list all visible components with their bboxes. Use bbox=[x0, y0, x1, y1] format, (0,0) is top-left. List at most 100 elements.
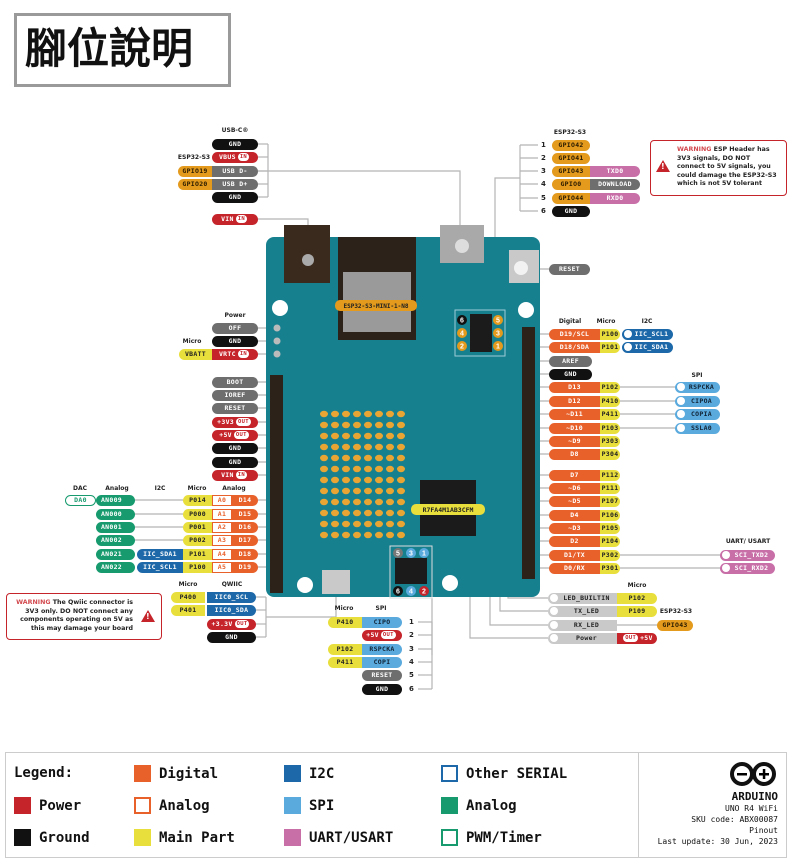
spi-pill[interactable]: RSPCKA bbox=[675, 381, 720, 393]
digital-pin-pill[interactable]: D16 bbox=[232, 521, 258, 533]
spi-pill[interactable]: SSLA0 bbox=[675, 422, 720, 434]
analog-channel-pill[interactable]: AN022 bbox=[96, 561, 135, 573]
esp-header-pin[interactable]: GND bbox=[552, 205, 590, 217]
esp-header-pin[interactable]: GPIO0 bbox=[552, 178, 590, 190]
micro-pill[interactable]: P105 bbox=[600, 522, 620, 534]
analog-pin-pill[interactable]: A3 bbox=[212, 534, 232, 546]
i2c-pill[interactable]: IIC_SCL1 bbox=[137, 561, 183, 573]
micro-pill[interactable]: P400 bbox=[171, 591, 205, 603]
esp-gpio-pill[interactable]: GPIO20 bbox=[178, 178, 212, 190]
i2c-pill[interactable]: IIC_SDA1 bbox=[137, 548, 183, 560]
i2c-pill[interactable]: IIC_SCL1 bbox=[622, 328, 673, 340]
micro-pill[interactable]: P102 bbox=[600, 381, 620, 393]
digital-pin[interactable]: ~D3 bbox=[549, 522, 600, 534]
analog-pin-pill[interactable]: A1 bbox=[212, 508, 232, 520]
micro-pill[interactable]: P102 bbox=[617, 592, 657, 604]
uart-pill[interactable]: SCI_TXD2 bbox=[720, 549, 775, 561]
left-header-pin[interactable]: BOOT bbox=[212, 376, 258, 388]
analog-pin-pill[interactable]: A2 bbox=[212, 521, 232, 533]
esp-func-pill[interactable]: DOWNLOAD bbox=[590, 178, 640, 190]
analog-channel-pill[interactable]: AN021 bbox=[96, 548, 135, 560]
analog-pin-pill[interactable]: A5 bbox=[212, 561, 232, 573]
digital-pin-pill[interactable]: D17 bbox=[232, 534, 258, 546]
digital-pin[interactable]: ~D9 bbox=[549, 435, 600, 447]
digital-pin[interactable]: D19/SCL bbox=[549, 328, 600, 340]
esp-gpio-pill[interactable]: GPIO43 bbox=[657, 619, 693, 631]
digital-pin[interactable]: D1/TX bbox=[549, 549, 600, 561]
analog-channel-pill[interactable]: AN000 bbox=[96, 508, 135, 520]
usb-pin[interactable]: USB D- bbox=[212, 165, 258, 177]
led-pill[interactable]: LED_BUILTIN bbox=[548, 592, 617, 604]
power-pin[interactable]: GND bbox=[212, 335, 258, 347]
power-out-pill[interactable]: OUT+5V bbox=[617, 632, 657, 644]
micro-pill[interactable]: P100 bbox=[183, 561, 212, 573]
digital-pin[interactable]: D12 bbox=[549, 395, 600, 407]
analog-channel-pill[interactable]: AN001 bbox=[96, 521, 135, 533]
digital-pin[interactable]: D2 bbox=[549, 535, 600, 547]
micro-pill[interactable]: P410 bbox=[600, 395, 620, 407]
led-pill[interactable]: TX_LED bbox=[548, 605, 617, 617]
digital-pin[interactable]: GND bbox=[549, 368, 592, 380]
digital-pin-pill[interactable]: D14 bbox=[232, 494, 258, 506]
micro-pill[interactable]: P014 bbox=[183, 494, 212, 506]
digital-pin[interactable]: AREF bbox=[549, 355, 592, 367]
micro-pill[interactable]: P411 bbox=[328, 656, 362, 668]
icsp-pin[interactable]: GND bbox=[362, 683, 402, 695]
analog-channel-pill[interactable]: AN002 bbox=[96, 534, 135, 546]
icsp-pin[interactable]: CIPO bbox=[362, 616, 402, 628]
micro-pill[interactable]: P102 bbox=[328, 643, 362, 655]
qwiic-pin[interactable]: IIC0_SCL bbox=[207, 591, 256, 603]
digital-pin[interactable]: D13 bbox=[549, 381, 600, 393]
micro-pill[interactable]: P302 bbox=[600, 549, 620, 561]
digital-pin-pill[interactable]: D18 bbox=[232, 548, 258, 560]
usb-pin[interactable]: USB D+ bbox=[212, 178, 258, 190]
micro-pill[interactable]: P107 bbox=[600, 495, 620, 507]
spi-pill[interactable]: COPIA bbox=[675, 408, 720, 420]
digital-pin[interactable]: D8 bbox=[549, 448, 600, 460]
micro-pill[interactable]: P101 bbox=[600, 341, 620, 353]
esp-func-pill[interactable]: TXD0 bbox=[590, 165, 640, 177]
left-header-pin[interactable]: GND bbox=[212, 456, 258, 468]
esp-header-pin[interactable]: GPIO41 bbox=[552, 152, 590, 164]
micro-pill[interactable]: P109 bbox=[617, 605, 657, 617]
esp-func-pill[interactable]: RXD0 bbox=[590, 192, 640, 204]
micro-pill[interactable]: P303 bbox=[600, 435, 620, 447]
usb-pin[interactable]: GND bbox=[212, 138, 258, 150]
digital-pin[interactable]: D7 bbox=[549, 469, 600, 481]
digital-pin[interactable]: ~D10 bbox=[549, 422, 600, 434]
micro-pill[interactable]: P111 bbox=[600, 482, 620, 494]
esp-gpio-pill[interactable]: GPIO19 bbox=[178, 165, 212, 177]
micro-pill[interactable]: P101 bbox=[183, 548, 212, 560]
led-pill[interactable]: RX_LED bbox=[548, 619, 617, 631]
micro-pill[interactable]: VBATT bbox=[179, 348, 212, 360]
digital-pin[interactable]: ~D6 bbox=[549, 482, 600, 494]
i2c-pill[interactable]: IIC_SDA1 bbox=[622, 341, 673, 353]
micro-pill[interactable]: P401 bbox=[171, 604, 205, 616]
micro-pill[interactable]: P103 bbox=[600, 422, 620, 434]
micro-pill[interactable]: P002 bbox=[183, 534, 212, 546]
icsp-pin[interactable]: COPI bbox=[362, 656, 402, 668]
reset-button[interactable]: RESET bbox=[549, 263, 590, 275]
micro-pill[interactable]: P100 bbox=[600, 328, 620, 340]
micro-pill[interactable]: P411 bbox=[600, 408, 620, 420]
digital-pin-pill[interactable]: D15 bbox=[232, 508, 258, 520]
analog-pin-pill[interactable]: A0 bbox=[212, 494, 232, 506]
digital-pin[interactable]: D18/SDA bbox=[549, 341, 600, 353]
digital-pin[interactable]: D0/RX bbox=[549, 562, 600, 574]
power-pin[interactable]: OFF bbox=[212, 322, 258, 334]
micro-pill[interactable]: P104 bbox=[600, 535, 620, 547]
led-pill[interactable]: Power bbox=[548, 632, 617, 644]
digital-pin[interactable]: ~D5 bbox=[549, 495, 600, 507]
esp-header-pin[interactable]: GPIO43 bbox=[552, 165, 590, 177]
left-header-pin[interactable]: IOREF bbox=[212, 389, 258, 401]
left-header-pin[interactable]: RESET bbox=[212, 402, 258, 414]
esp-header-pin[interactable]: GPIO42 bbox=[552, 139, 590, 151]
icsp-pin[interactable]: RESET bbox=[362, 669, 402, 681]
